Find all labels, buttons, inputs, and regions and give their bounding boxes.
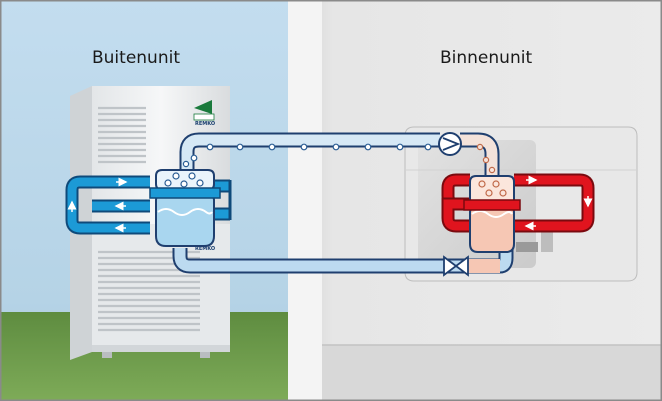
hot-loop xyxy=(441,173,595,233)
svg-text:REMKO: REMKO xyxy=(195,246,215,252)
remko-logo-icon: REMKO xyxy=(193,100,215,127)
flow-arrow-icon xyxy=(67,177,128,233)
expansion-valve-icon xyxy=(443,255,469,277)
wall-edge xyxy=(288,0,322,401)
outdoor-unit-grille xyxy=(98,106,200,332)
indoor-floor xyxy=(322,345,662,401)
outdoor-unit-label: Buitenunit xyxy=(92,48,180,68)
condenser xyxy=(463,166,521,253)
evaporator xyxy=(149,160,221,247)
compressor-icon xyxy=(438,132,462,156)
refrigerant-bubbles xyxy=(190,143,490,164)
refrigerant-circuit xyxy=(172,132,514,274)
indoor-unit-label: Binnenunit xyxy=(440,48,533,68)
cold-loop xyxy=(65,175,232,235)
svg-text:REMKO: REMKO xyxy=(195,121,215,127)
